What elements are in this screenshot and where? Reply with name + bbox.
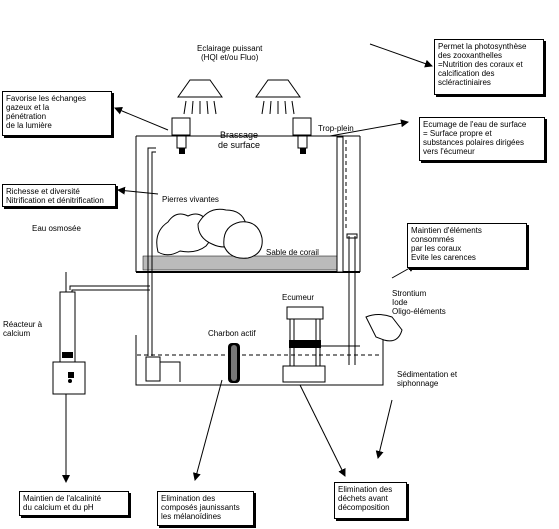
pump-right	[292, 117, 312, 154]
label-strontium: Strontium Iode Oligo-éléments	[392, 289, 446, 316]
label-sable: Sable de corail	[266, 248, 319, 257]
box-dechets: Elimination des déchets avant décomposit…	[334, 482, 407, 519]
lamp-right	[255, 79, 301, 115]
label-ecumeur: Ecumeur	[282, 293, 315, 302]
box-jaunissants: Elimination des composés jaunissants les…	[157, 491, 254, 526]
skimmer	[282, 306, 326, 383]
box-maintien-elements: Maintien d'éléments consommés par les co…	[407, 223, 527, 268]
box-alcalinite: Maintien de l'alcalinité du calcium et d…	[19, 491, 129, 516]
pipes	[147, 147, 360, 365]
dosing-funnel	[365, 314, 403, 342]
label-charbon: Charbon actif	[208, 329, 256, 338]
label-brassage: Brassage de surface	[218, 130, 261, 150]
calcium-reactor	[52, 272, 150, 395]
pump-left	[171, 117, 191, 154]
label-eclairage: Eclairage puissant (HQI et/ou Fluo)	[197, 44, 263, 62]
label-sedimentation: Sédimentation et siphonnage	[397, 370, 458, 388]
box-photosynthese: Permet la photosynthèse des zooxanthelle…	[434, 39, 544, 95]
sump	[135, 335, 384, 386]
box-ecumage: Ecumage de l'eau de surface = Surface pr…	[419, 117, 545, 161]
active-carbon	[228, 343, 240, 383]
arrows	[62, 43, 433, 483]
live-rocks	[156, 208, 263, 259]
box-echanges: Favorise les échanges gazeux et la pénét…	[2, 91, 112, 136]
label-trop-plein: Trop-plein	[318, 124, 354, 133]
label-pierres: Pierres vivantes	[162, 195, 219, 204]
label-reacteur: Réacteur à calcium	[3, 320, 43, 338]
box-richesse: Richesse et diversité Nitrification et d…	[2, 184, 116, 207]
label-eau-osmosee: Eau osmosée	[32, 224, 81, 233]
lamp-left	[177, 79, 223, 115]
